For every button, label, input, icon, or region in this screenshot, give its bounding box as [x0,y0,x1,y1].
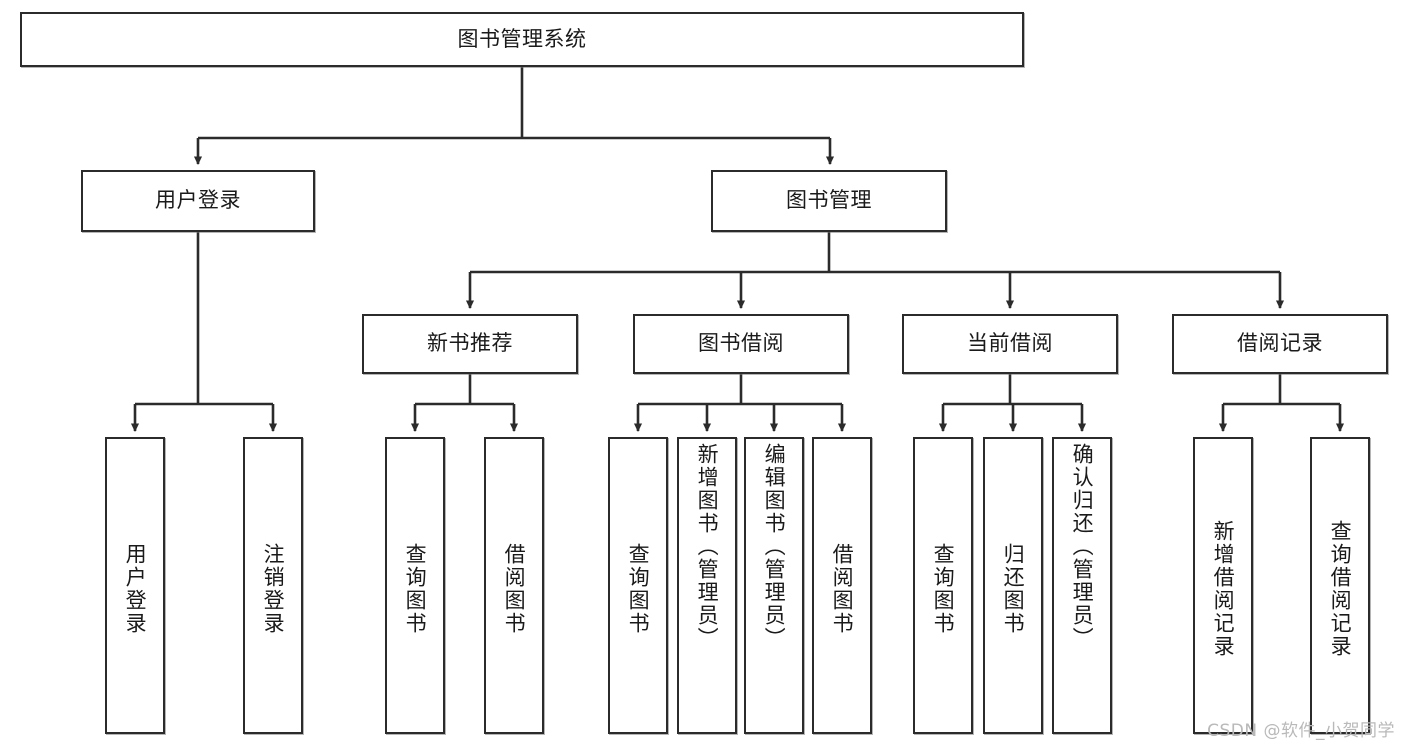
node-leaf-edit-book[interactable]: 编辑图书（管理员） [744,437,804,734]
node-leaf-confirm-return-label: 确认归还（管理员） [1070,443,1095,650]
node-leaf-query-book-1[interactable]: 查询图书 [385,437,445,734]
node-leaf-query-book-2[interactable]: 查询图书 [608,437,668,734]
node-leaf-borrow-book-1-label: 借阅图书 [502,542,527,635]
node-current-borrow-label: 当前借阅 [967,331,1053,356]
node-root-label: 图书管理系统 [457,26,587,51]
node-book-borrow-label: 图书借阅 [698,331,784,356]
node-leaf-query-book-3[interactable]: 查询图书 [913,437,973,734]
node-user-login-label: 用户登录 [155,188,241,213]
node-leaf-borrow-book-2-label: 借阅图书 [830,542,855,635]
node-leaf-add-record[interactable]: 新增借阅记录 [1193,437,1253,734]
node-book-manage[interactable]: 图书管理 [711,170,947,232]
node-leaf-user-login-label: 用户登录 [123,542,148,635]
node-new-book-recommend[interactable]: 新书推荐 [362,314,578,374]
node-leaf-return-book-label: 归还图书 [1001,542,1026,635]
node-leaf-return-book[interactable]: 归还图书 [983,437,1043,734]
node-borrow-record-label: 借阅记录 [1237,331,1323,356]
node-current-borrow[interactable]: 当前借阅 [902,314,1118,374]
node-root[interactable]: 图书管理系统 [20,12,1024,67]
node-book-borrow[interactable]: 图书借阅 [633,314,849,374]
node-leaf-borrow-book-2[interactable]: 借阅图书 [812,437,872,734]
csdn-watermark: CSDN @软件_小贺同学 [1207,721,1395,741]
node-new-book-recommend-label: 新书推荐 [427,331,513,356]
node-book-manage-label: 图书管理 [786,188,872,213]
node-leaf-logout[interactable]: 注销登录 [243,437,303,734]
node-leaf-query-record[interactable]: 查询借阅记录 [1310,437,1370,734]
node-leaf-edit-book-label: 编辑图书（管理员） [762,443,787,650]
node-leaf-query-book-2-label: 查询图书 [626,542,651,635]
node-leaf-query-book-1-label: 查询图书 [403,542,428,635]
node-leaf-query-book-3-label: 查询图书 [931,542,956,635]
node-leaf-add-book-label: 新增图书（管理员） [695,443,720,650]
node-leaf-query-record-label: 查询借阅记录 [1328,519,1353,658]
node-leaf-add-book[interactable]: 新增图书（管理员） [677,437,737,734]
node-leaf-add-record-label: 新增借阅记录 [1211,519,1236,658]
node-user-login[interactable]: 用户登录 [81,170,315,232]
node-leaf-logout-label: 注销登录 [261,542,286,635]
node-borrow-record[interactable]: 借阅记录 [1172,314,1388,374]
node-leaf-borrow-book-1[interactable]: 借阅图书 [484,437,544,734]
node-leaf-confirm-return[interactable]: 确认归还（管理员） [1052,437,1112,734]
node-leaf-user-login[interactable]: 用户登录 [105,437,165,734]
